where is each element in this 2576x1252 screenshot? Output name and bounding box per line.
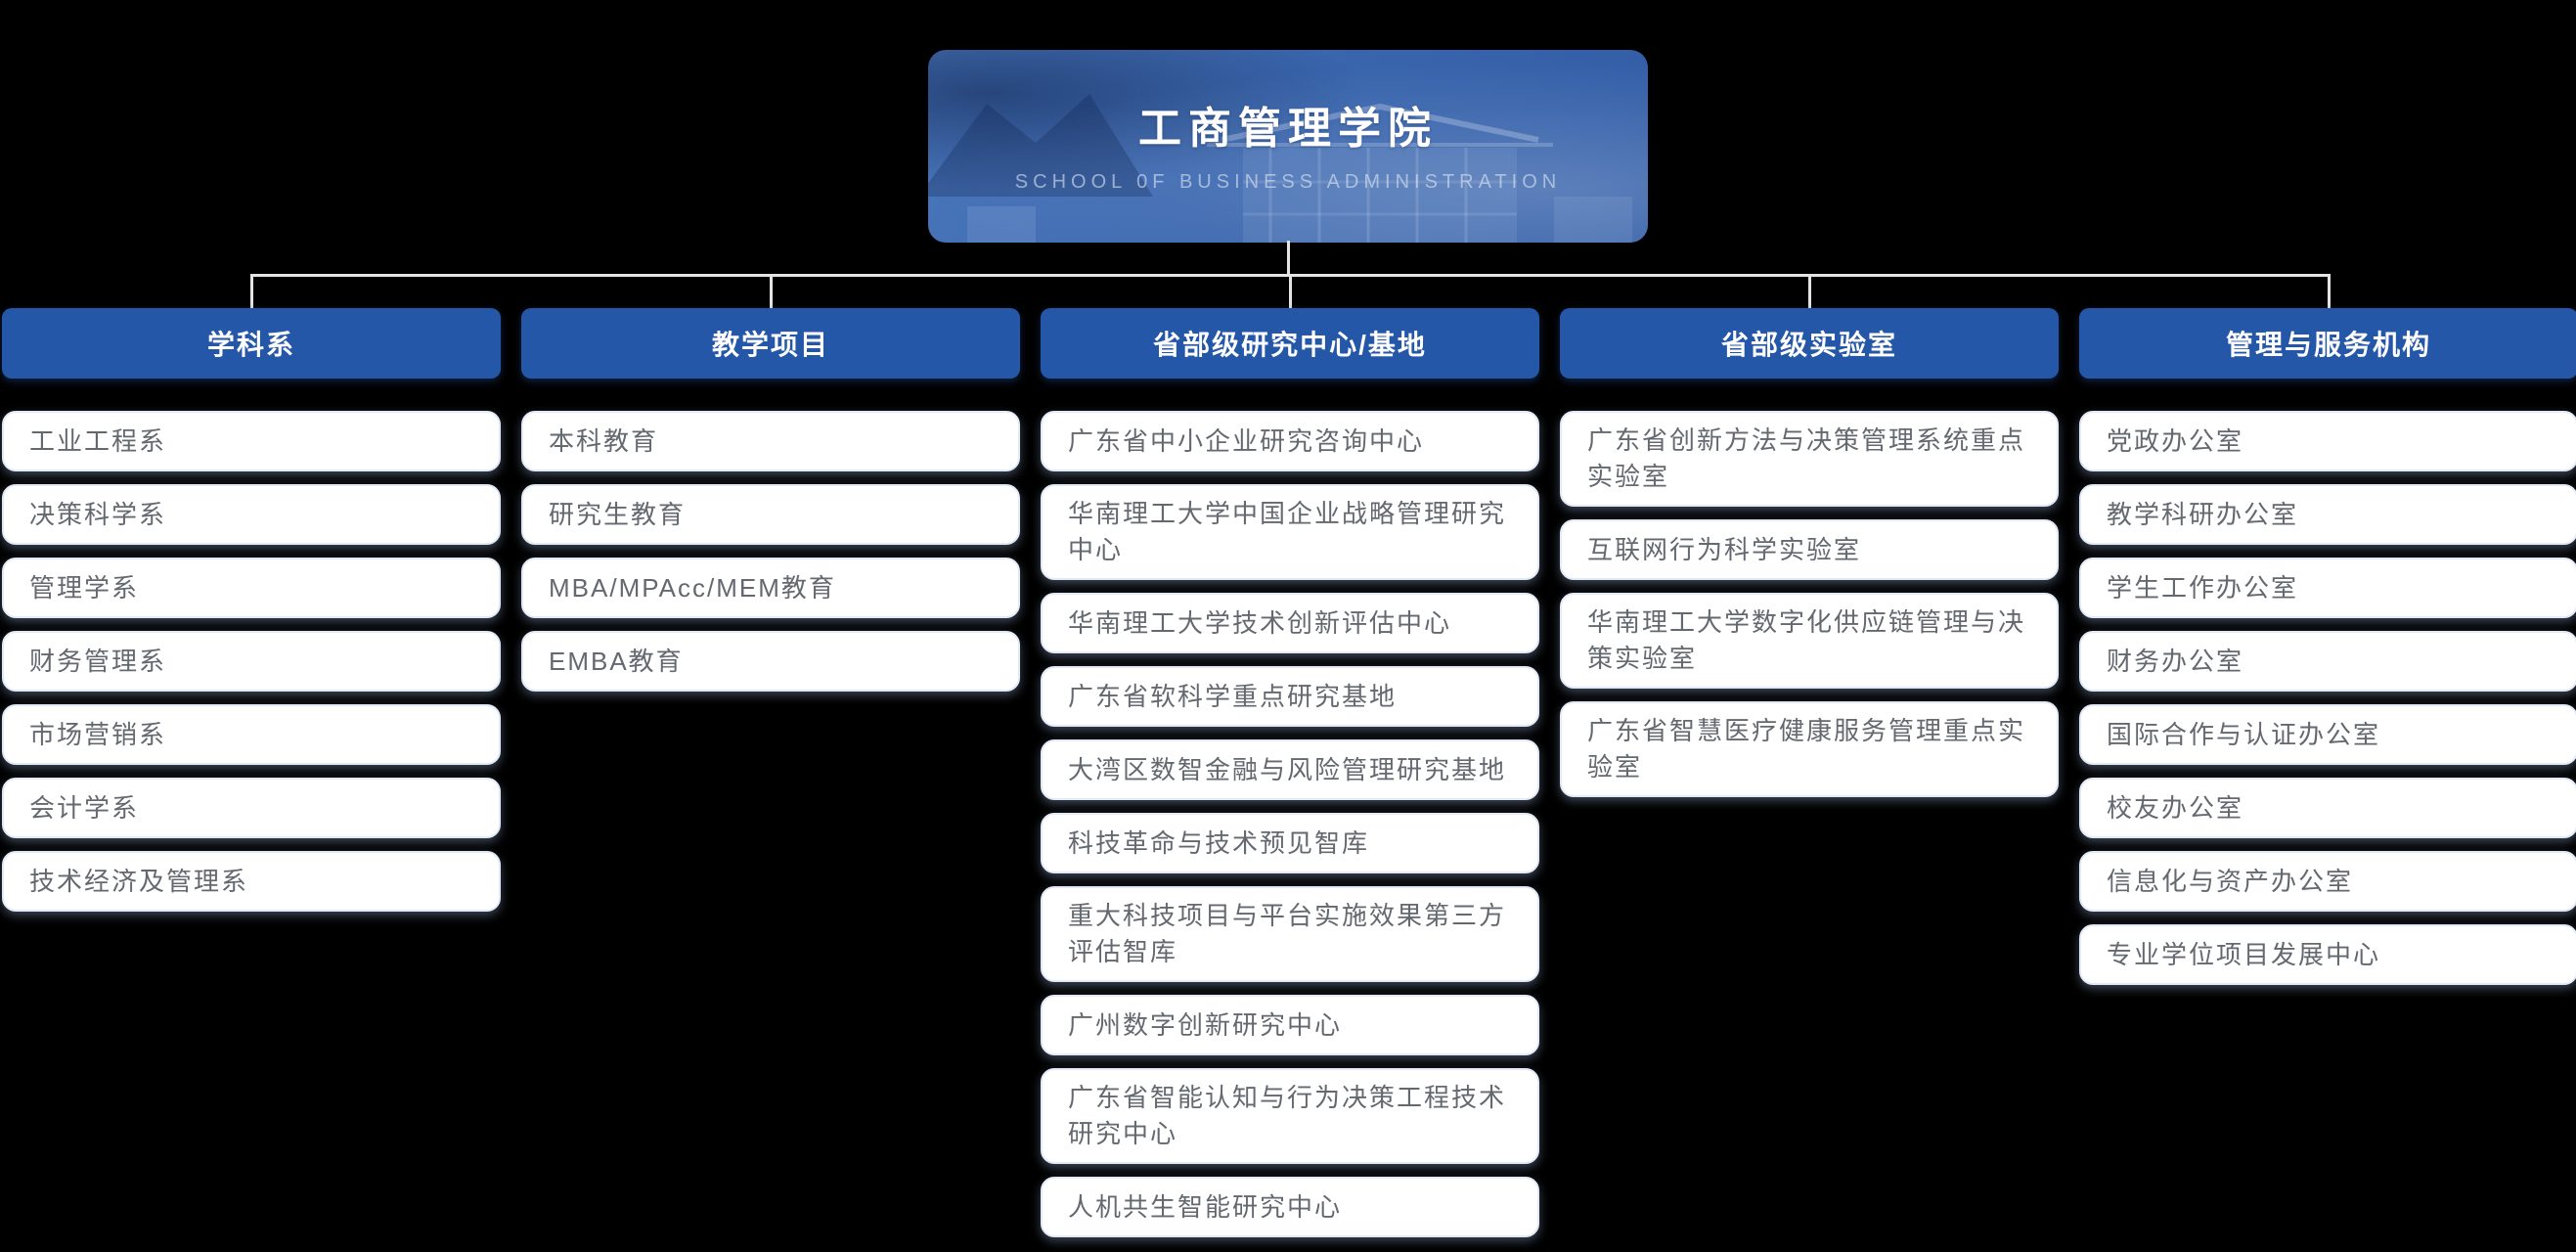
column-items: 党政办公室教学科研办公室学生工作办公室财务办公室国际合作与认证办公室校友办公室信… (2079, 411, 2576, 985)
org-item: 互联网行为科学实验室 (1560, 519, 2059, 580)
org-item: 国际合作与认证办公室 (2079, 704, 2576, 765)
org-item: 人机共生智能研究中心 (1041, 1177, 1539, 1237)
connector-banner-stub (1287, 241, 1290, 277)
column-3: 省部级研究中心/基地广东省中小企业研究咨询中心华南理工大学中国企业战略管理研究中… (1041, 308, 1539, 1237)
org-item: 广东省软科学重点研究基地 (1041, 666, 1539, 727)
org-item: 广东省创新方法与决策管理系统重点实验室 (1560, 411, 2059, 507)
column-header: 省部级研究中心/基地 (1041, 308, 1539, 379)
org-item: 研究生教育 (521, 484, 1020, 545)
org-item: 广州数字创新研究中心 (1041, 995, 1539, 1055)
org-item: 财务管理系 (2, 631, 501, 692)
org-item: 技术经济及管理系 (2, 851, 501, 912)
org-item: 党政办公室 (2079, 411, 2576, 471)
column-header: 教学项目 (521, 308, 1020, 379)
org-item: 广东省智能认知与行为决策工程技术研究中心 (1041, 1068, 1539, 1164)
org-item: 专业学位项目发展中心 (2079, 924, 2576, 985)
org-item: 科技革命与技术预见智库 (1041, 813, 1539, 873)
campus-building-silhouette (928, 94, 1632, 243)
org-item: 校友办公室 (2079, 778, 2576, 838)
org-item: 华南理工大学数字化供应链管理与决策实验室 (1560, 593, 2059, 689)
column-4: 省部级实验室广东省创新方法与决策管理系统重点实验室互联网行为科学实验室华南理工大… (1560, 308, 2059, 797)
org-item: 华南理工大学中国企业战略管理研究中心 (1041, 484, 1539, 580)
org-item: 会计学系 (2, 778, 501, 838)
org-item: EMBA教育 (521, 631, 1020, 692)
org-item: 市场营销系 (2, 704, 501, 765)
column-items: 广东省中小企业研究咨询中心华南理工大学中国企业战略管理研究中心华南理工大学技术创… (1041, 411, 1539, 1237)
column-1: 学科系工业工程系决策科学系管理学系财务管理系市场营销系会计学系技术经济及管理系 (2, 308, 501, 912)
org-item: 华南理工大学技术创新评估中心 (1041, 593, 1539, 653)
org-item: 管理学系 (2, 558, 501, 618)
org-item: 广东省智慧医疗健康服务管理重点实验室 (1560, 701, 2059, 797)
column-header: 管理与服务机构 (2079, 308, 2576, 379)
org-item: 大湾区数智金融与风险管理研究基地 (1041, 739, 1539, 800)
org-item: 学生工作办公室 (2079, 558, 2576, 618)
school-subtitle-en: SCHOOL 0F BUSINESS ADMINISTRATION (1014, 170, 1562, 193)
connector-column-stub (1808, 274, 1811, 310)
org-item: 重大科技项目与平台实施效果第三方评估智库 (1041, 886, 1539, 982)
org-item: 工业工程系 (2, 411, 501, 471)
school-title: 工商管理学院 (1138, 104, 1438, 153)
column-items: 工业工程系决策科学系管理学系财务管理系市场营销系会计学系技术经济及管理系 (2, 411, 501, 912)
org-item: 财务办公室 (2079, 631, 2576, 692)
connector-column-stub (250, 274, 253, 310)
column-header: 省部级实验室 (1560, 308, 2059, 379)
org-item: 本科教育 (521, 411, 1020, 471)
org-item: 广东省中小企业研究咨询中心 (1041, 411, 1539, 471)
org-item: MBA/MPAcc/MEM教育 (521, 558, 1020, 618)
connector-column-stub (2328, 274, 2331, 310)
column-2: 教学项目本科教育研究生教育 MBA/MPAcc/MEM教育 EMBA教育 (521, 308, 1020, 692)
school-banner: 工商管理学院 SCHOOL 0F BUSINESS ADMINISTRATION (928, 50, 1648, 243)
banner-text: 工商管理学院 SCHOOL 0F BUSINESS ADMINISTRATION (928, 50, 1648, 243)
column-items: 本科教育研究生教育 MBA/MPAcc/MEM教育 EMBA教育 (521, 411, 1020, 692)
column-items: 广东省创新方法与决策管理系统重点实验室互联网行为科学实验室华南理工大学数字化供应… (1560, 411, 2059, 797)
org-item: 信息化与资产办公室 (2079, 851, 2576, 912)
connector-column-stub (770, 274, 773, 310)
connector-column-stub (1289, 274, 1292, 310)
org-item: 决策科学系 (2, 484, 501, 545)
org-item: 教学科研办公室 (2079, 484, 2576, 545)
column-5: 管理与服务机构党政办公室教学科研办公室学生工作办公室财务办公室国际合作与认证办公… (2079, 308, 2576, 985)
column-header: 学科系 (2, 308, 501, 379)
